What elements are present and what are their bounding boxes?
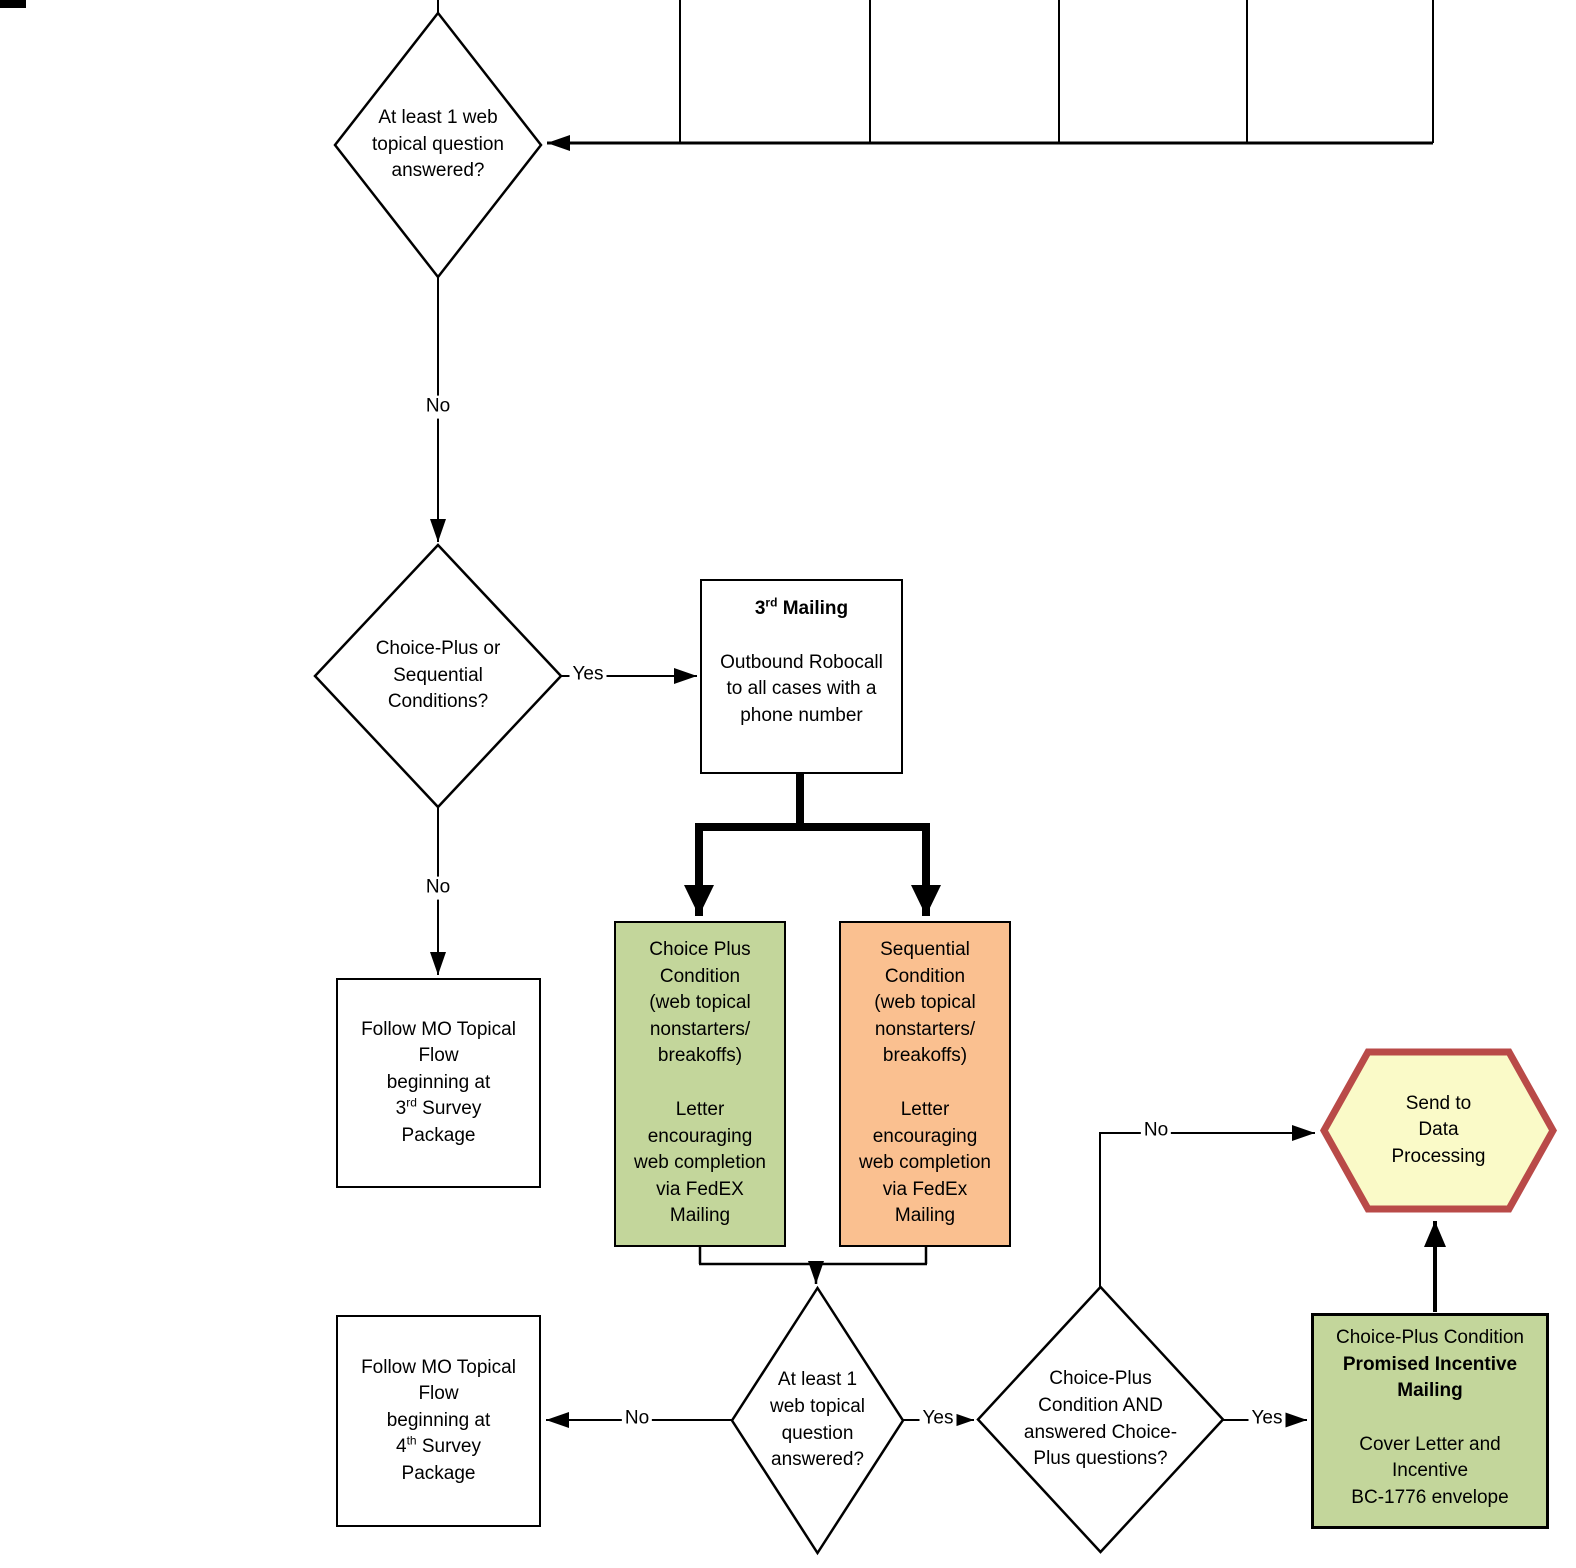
terminator-text: Send to Data Processing [1391, 1092, 1486, 1167]
decision-web-answered-1: At least 1 web topical question answered… [335, 13, 541, 277]
diamond-shape [315, 545, 561, 807]
follow-mo-4th-box: Follow MO Topical Flow beginning at 4th … [336, 1315, 541, 1527]
choice-plus-condition-box: Choice Plus Condition (web topical nonst… [614, 921, 786, 1247]
follow-mo-3rd-box: Follow MO Topical Flow beginning at 3rd … [336, 978, 541, 1188]
decision-text: Choice-Plus or Sequential Conditions? [375, 638, 501, 713]
third-mailing-body: Outbound Robocall to all cases with a ph… [720, 651, 883, 726]
send-to-data-processing: Send to Data Processing [1319, 1048, 1558, 1213]
edge-label-yes-3: Yes [1248, 1407, 1286, 1431]
follow-mo-4th-lines: Follow MO Topical Flow beginning at [361, 1356, 516, 1431]
diamond-shape [732, 1288, 903, 1553]
promised-incentive-line1: Choice-Plus Condition [1336, 1327, 1524, 1348]
decision-conditions: Choice-Plus or Sequential Conditions? [315, 545, 561, 807]
third-mailing-box: 3rd Mailing Outbound Robocall to all cas… [700, 579, 903, 774]
choice-plus-para2: Letter encouraging web completion via Fe… [633, 1098, 767, 1227]
follow-mo-3rd-ordinal: 3rd Survey [395, 1095, 482, 1120]
edge-label-no-4: No [621, 1407, 653, 1431]
promised-incentive-box: Choice-Plus Condition Promised Incentive… [1311, 1313, 1549, 1529]
edge-label-yes-2: Yes [919, 1407, 957, 1431]
diamond-shape [978, 1287, 1223, 1552]
decision-choice-plus-answered: Choice-Plus Condition AND answered Choic… [978, 1287, 1223, 1552]
sequential-para1: Sequential Condition (web topical nonsta… [874, 939, 976, 1067]
diamond-shape [335, 13, 541, 277]
hexagon-shape [1319, 1048, 1558, 1213]
cutoff-shape-corner [0, 0, 26, 8]
follow-mo-4th-ordinal: 4th Survey [395, 1433, 481, 1458]
connector-diamond4-no [1099, 1125, 1315, 1287]
edge-label-yes-1: Yes [569, 663, 607, 687]
decision-text: At least 1 web topical question answered… [769, 1369, 866, 1471]
sequential-condition-box: Sequential Condition (web topical nonsta… [839, 921, 1011, 1247]
decision-text: Choice-Plus Condition AND answered Choic… [1023, 1368, 1178, 1470]
decision-web-answered-2: At least 1 web topical question answered… [732, 1288, 903, 1553]
edge-label-no-2: No [422, 876, 454, 900]
follow-mo-3rd-last: Package [401, 1124, 476, 1146]
follow-mo-4th-last: Package [401, 1462, 476, 1484]
edge-label-no-1: No [422, 395, 454, 419]
decision-text: At least 1 web topical question answered… [371, 107, 505, 182]
third-mailing-title: 3rd Mailing [754, 595, 849, 619]
promised-incentive-para2: Cover Letter and Incentive BC-1776 envel… [1351, 1433, 1509, 1508]
promised-incentive-bold: Promised Incentive Mailing [1342, 1353, 1518, 1402]
follow-mo-3rd-lines: Follow MO Topical Flow beginning at [361, 1018, 516, 1093]
sequential-para2: Letter encouraging web completion via Fe… [858, 1098, 992, 1227]
choice-plus-para1: Choice Plus Condition (web topical nonst… [649, 939, 751, 1067]
edge-label-no-3: No [1140, 1119, 1172, 1143]
